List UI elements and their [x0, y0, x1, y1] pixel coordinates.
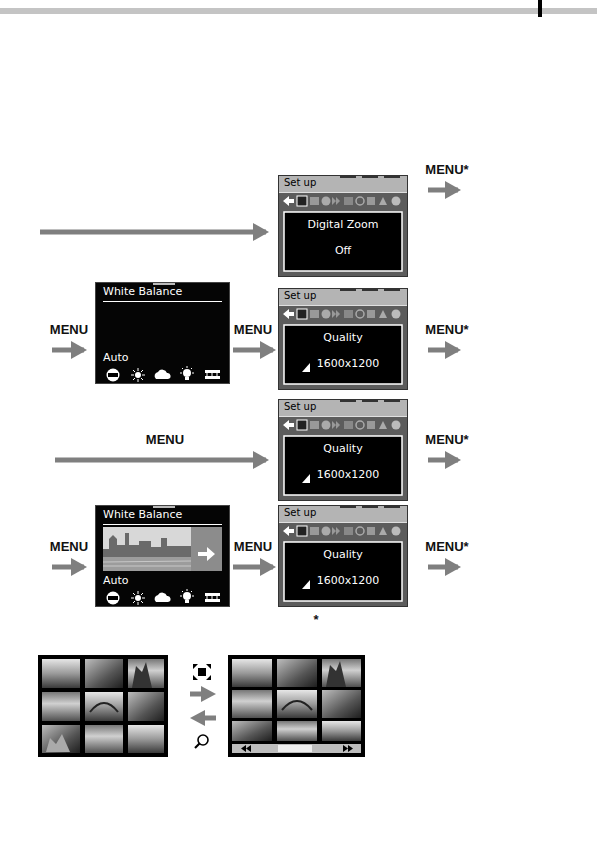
setting-value: Auto: [103, 575, 129, 588]
setup-menu-screen: Set up Quality 1600x1200: [278, 399, 408, 501]
white-balance-screen: White BalanceAuto: [95, 505, 230, 607]
menu-title: Set up: [284, 401, 316, 413]
menu-title: Set up: [284, 177, 316, 189]
menu-button-label: MENU: [234, 539, 272, 555]
setting-value: Auto: [103, 352, 129, 365]
menu-button-label: MENU: [146, 432, 184, 448]
menu-item: Digital Zoom: [278, 219, 408, 232]
menu-value: 1600x1200: [288, 358, 408, 371]
menu-item: Quality: [278, 332, 408, 345]
flow-arrows: [40, 190, 458, 567]
white-balance-screen-art: [96, 506, 230, 607]
menu-button-label: MENU*: [425, 539, 468, 555]
white-balance-screen-art: [96, 283, 230, 384]
index-buttons: [190, 664, 216, 748]
header-band: [0, 8, 597, 14]
page-mark: [538, 0, 542, 17]
menu-value: Off: [278, 245, 408, 258]
thumbnail-index: [38, 655, 168, 757]
menu-button-label: MENU: [50, 322, 88, 338]
menu-title: Set up: [284, 507, 316, 519]
setup-screen-art: [279, 400, 408, 501]
white-balance-screen: White BalanceAuto: [95, 282, 230, 384]
menu-button-label: MENU*: [425, 162, 468, 178]
thumbnail-index-jump: [228, 655, 365, 757]
menu-button-label: MENU: [234, 322, 272, 338]
setup-menu-screen: Set up Quality 1600x1200: [278, 505, 408, 607]
menu-button-label: MENU*: [425, 322, 468, 338]
footnote-mark: *: [313, 612, 318, 628]
screen-title: White Balance: [103, 286, 182, 299]
setup-menu-screen: Set up Digital ZoomOff: [278, 175, 408, 277]
setup-screen-art: [279, 506, 408, 607]
menu-item: Quality: [278, 549, 408, 562]
menu-arrow: [233, 565, 273, 570]
menu-value: 1600x1200: [288, 575, 408, 588]
menu-value: 1600x1200: [288, 469, 408, 482]
menu-button-label: MENU: [50, 539, 88, 555]
setup-screen-art: [279, 176, 408, 277]
menu-item: Quality: [278, 443, 408, 456]
setup-menu-screen: Set up Quality 1600x1200: [278, 288, 408, 390]
screen-title: White Balance: [103, 509, 182, 522]
setup-screen-art: [279, 289, 408, 390]
menu-title: Set up: [284, 290, 316, 302]
menu-arrow: [233, 348, 273, 353]
menu-button-label: MENU*: [425, 432, 468, 448]
